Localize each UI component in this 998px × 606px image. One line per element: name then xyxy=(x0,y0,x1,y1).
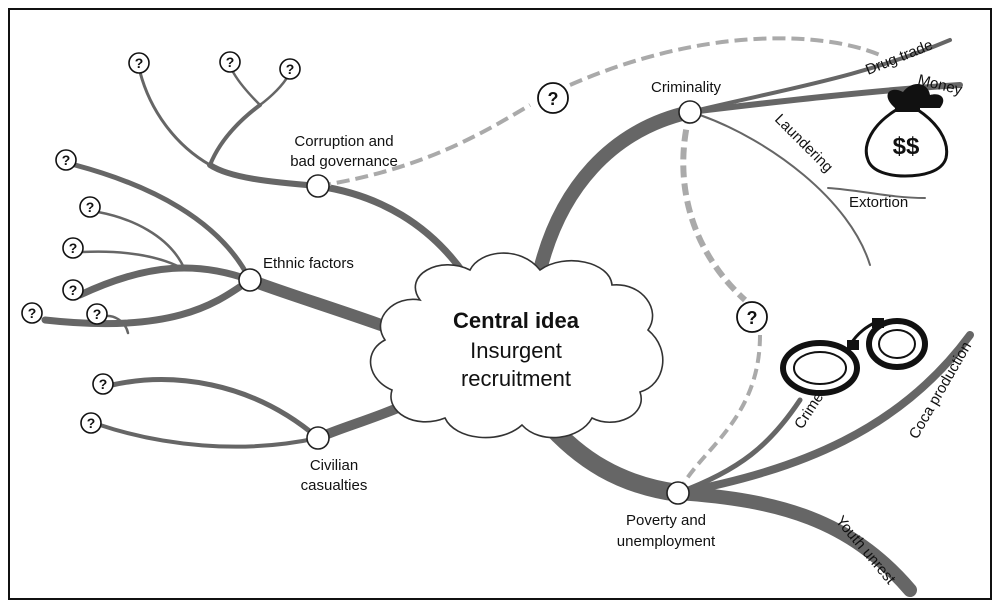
civilian-sub-branches xyxy=(98,377,321,449)
node-corruption xyxy=(306,174,330,198)
question-mark-text: ? xyxy=(99,376,108,392)
question-mark-text: ? xyxy=(62,152,71,168)
label-civilian-2: casualties xyxy=(301,477,368,494)
question-mark-icon: ? xyxy=(92,373,114,395)
node-ethnic xyxy=(238,268,262,292)
diagram-frame xyxy=(8,8,992,600)
question-mark-text: ? xyxy=(747,308,758,328)
question-mark-icon: ? xyxy=(55,149,77,171)
question-mark-text: ? xyxy=(226,54,235,70)
label-corruption-2: bad governance xyxy=(290,153,398,170)
central-idea-line2: recruitment xyxy=(461,366,571,391)
label-poverty-2: unemployment xyxy=(617,533,716,550)
question-mark-icon: ? xyxy=(79,196,101,218)
node-criminality xyxy=(678,100,702,124)
poverty-sub-branches xyxy=(671,331,974,597)
question-mark-text: ? xyxy=(28,305,37,321)
question-mark-text: ? xyxy=(86,199,95,215)
question-mark-icon: ? xyxy=(537,82,569,114)
ethnic-sub-branches xyxy=(41,162,254,335)
node-poverty xyxy=(666,481,690,505)
question-mark-text: ? xyxy=(135,55,144,71)
label-criminality: Criminality xyxy=(651,79,722,96)
question-mark-text: ? xyxy=(93,306,102,322)
question-mark-icon: ? xyxy=(62,279,84,301)
question-mark-icon: ? xyxy=(219,51,241,73)
label-civilian-1: Civilian xyxy=(310,457,358,474)
label-ethnic: Ethnic factors xyxy=(263,255,354,272)
question-mark-text: ? xyxy=(69,240,78,256)
question-mark-icon: ? xyxy=(736,301,768,333)
central-idea-line1: Insurgent xyxy=(470,338,562,363)
criminality-sub-branches xyxy=(687,38,963,266)
question-mark-text: ? xyxy=(69,282,78,298)
branch-civilian xyxy=(313,400,410,443)
node-civilian xyxy=(306,426,330,450)
branch-criminality xyxy=(533,105,697,277)
label-laundering: Laundering xyxy=(771,111,836,176)
question-mark-icon: ? xyxy=(86,303,108,325)
dashed-connections xyxy=(317,36,881,491)
label-extortion: Extortion xyxy=(849,194,908,211)
central-idea-cloud: Central idea Insurgent recruitment xyxy=(369,252,664,439)
question-mark-icon: ? xyxy=(62,237,84,259)
question-mark-icon: ? xyxy=(279,58,301,80)
question-mark-text: ? xyxy=(548,89,559,109)
question-markers: ? ? ? ? ? ? ? ? ? ? ? ? ? xyxy=(21,51,768,434)
branch-corruption xyxy=(314,182,469,279)
label-poverty-1: Poverty and xyxy=(626,512,706,529)
question-mark-icon: ? xyxy=(21,302,43,324)
central-idea-title: Central idea xyxy=(453,308,580,333)
question-mark-text: ? xyxy=(87,415,96,431)
question-mark-icon: ? xyxy=(80,412,102,434)
money-bag-label: $$ xyxy=(893,133,920,160)
question-mark-text: ? xyxy=(286,61,295,77)
money-bag-icon: $$ xyxy=(864,84,949,178)
handcuffs-icon xyxy=(780,318,928,396)
branch-ethnic xyxy=(244,274,401,336)
question-mark-icon: ? xyxy=(128,52,150,74)
hub-nodes xyxy=(238,100,702,505)
label-youth-unrest: Youth unrest xyxy=(832,513,899,589)
label-corruption-1: Corruption and xyxy=(294,133,393,150)
